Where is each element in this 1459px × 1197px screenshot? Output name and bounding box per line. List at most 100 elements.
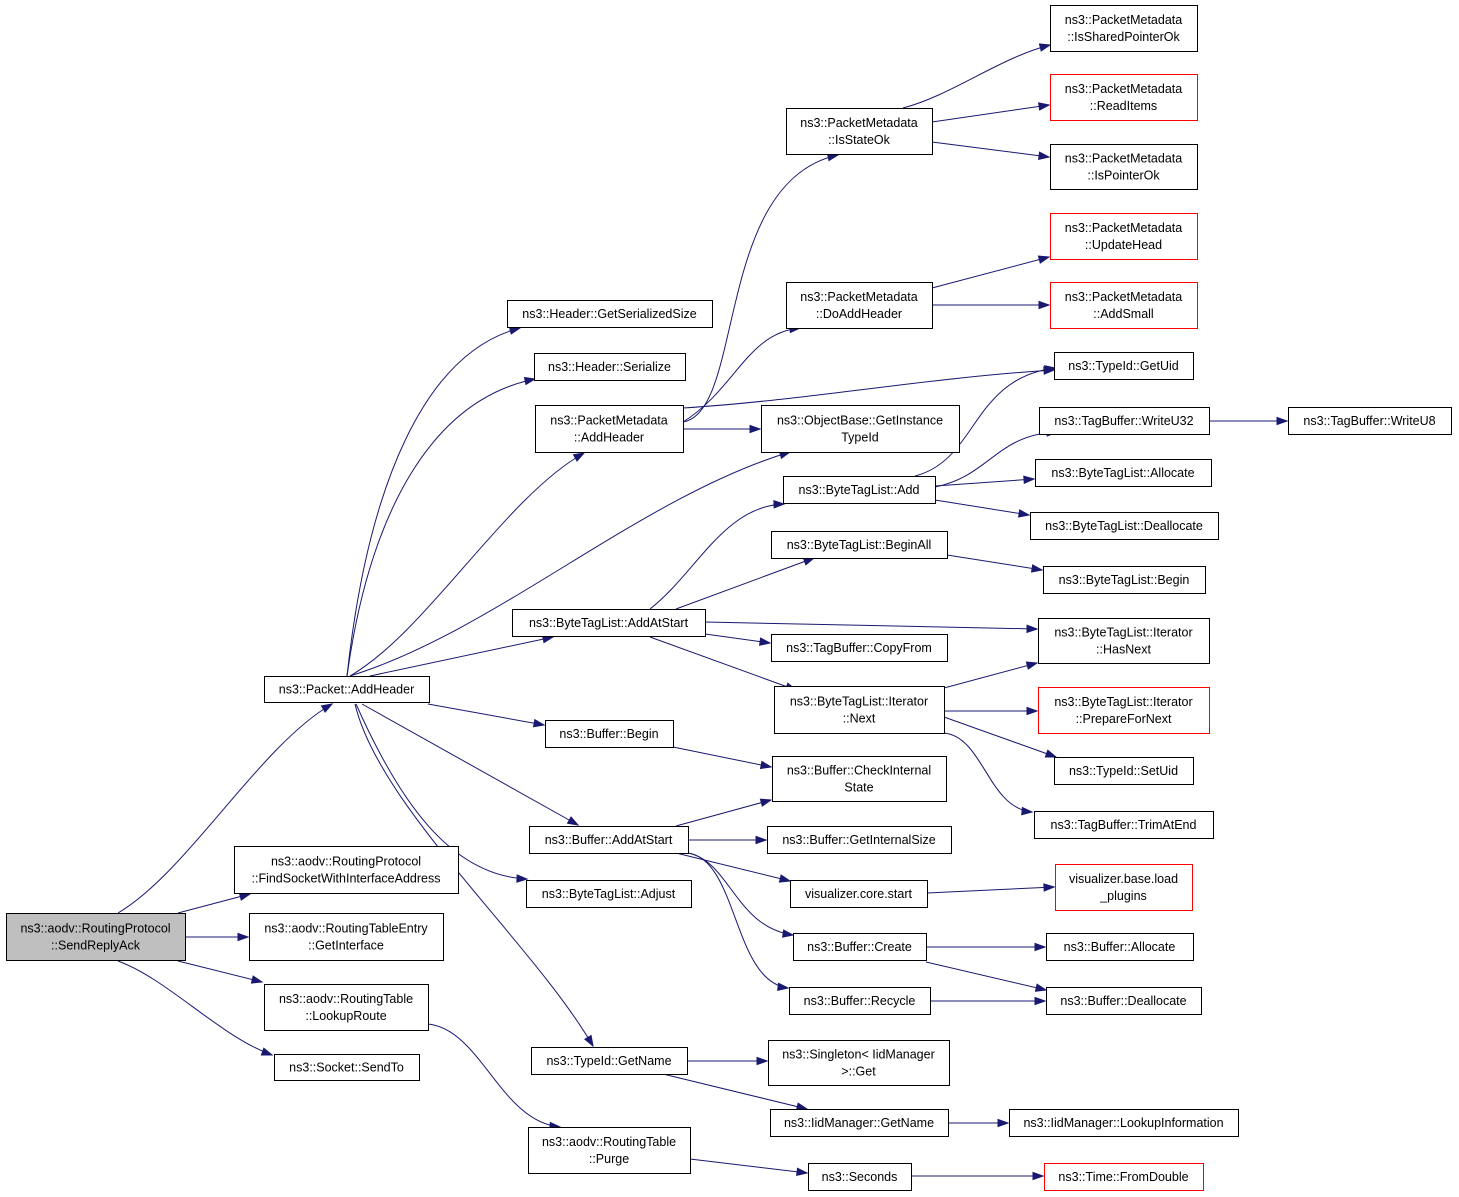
node-box[interactable]: [1046, 933, 1194, 961]
node-btl-beginall[interactable]: ns3::ByteTagList::BeginAll: [771, 531, 948, 559]
node-box[interactable]: [531, 1047, 688, 1075]
node-rte-getinterface[interactable]: ns3::aodv::RoutingTableEntry::GetInterfa…: [249, 913, 444, 961]
node-singleton-get[interactable]: ns3::Singleton< IidManager>::Get: [768, 1040, 950, 1086]
node-buffer-getinternalsize[interactable]: ns3::Buffer::GetInternalSize: [767, 826, 952, 854]
node-pm-ispointerok[interactable]: ns3::PacketMetadata::IsPointerOk: [1050, 144, 1198, 190]
node-box[interactable]: [1050, 213, 1198, 260]
node-header-serialize[interactable]: ns3::Header::Serialize: [534, 353, 686, 381]
node-box[interactable]: [768, 1040, 950, 1086]
node-box[interactable]: [790, 880, 928, 908]
node-btl-adjust[interactable]: ns3::ByteTagList::Adjust: [526, 880, 692, 908]
node-box[interactable]: [1050, 5, 1198, 52]
node-box[interactable]: [264, 676, 430, 703]
node-seconds[interactable]: ns3::Seconds: [808, 1163, 912, 1191]
node-find-socket[interactable]: ns3::aodv::RoutingProtocol::FindSocketWi…: [234, 846, 459, 894]
node-box[interactable]: [771, 531, 948, 559]
node-visualizer-base-load-plugins[interactable]: visualizer.base.load_plugins: [1055, 864, 1193, 911]
node-pm-isstateok[interactable]: ns3::PacketMetadata::IsStateOk: [786, 108, 933, 155]
node-box[interactable]: [507, 300, 713, 328]
node-box[interactable]: [770, 1109, 949, 1137]
node-box[interactable]: [1035, 459, 1212, 487]
node-btl-deallocate[interactable]: ns3::ByteTagList::Deallocate: [1030, 512, 1219, 540]
node-box[interactable]: [774, 686, 945, 734]
node-buffer-allocate[interactable]: ns3::Buffer::Allocate: [1046, 933, 1194, 961]
node-pm-issharedpointerok[interactable]: ns3::PacketMetadata::IsSharedPointerOk: [1050, 5, 1198, 52]
node-root[interactable]: ns3::aodv::RoutingProtocol::SendReplyAck: [6, 913, 186, 961]
node-box[interactable]: [771, 634, 948, 662]
node-box[interactable]: [1043, 566, 1206, 594]
node-box[interactable]: [1050, 74, 1198, 121]
node-box[interactable]: [1038, 687, 1210, 734]
node-box[interactable]: [1054, 352, 1194, 380]
node-box[interactable]: [1038, 618, 1210, 664]
node-btl-begin[interactable]: ns3::ByteTagList::Begin: [1043, 566, 1206, 594]
node-visualizer-core-start[interactable]: visualizer.core.start: [790, 880, 928, 908]
node-packet-addheader[interactable]: ns3::Packet::AddHeader: [264, 676, 430, 703]
node-pm-readitems[interactable]: ns3::PacketMetadata::ReadItems: [1050, 74, 1198, 121]
node-box[interactable]: [1039, 407, 1210, 435]
node-box[interactable]: [6, 913, 186, 961]
node-tagbuffer-copyfrom[interactable]: ns3::TagBuffer::CopyFrom: [771, 634, 948, 662]
node-box[interactable]: [786, 282, 933, 329]
node-pm-updatehead[interactable]: ns3::PacketMetadata::UpdateHead: [1050, 213, 1198, 260]
node-btl-allocate[interactable]: ns3::ByteTagList::Allocate: [1035, 459, 1212, 487]
node-rt-lookuproute[interactable]: ns3::aodv::RoutingTable::LookupRoute: [264, 984, 429, 1031]
node-buffer-begin[interactable]: ns3::Buffer::Begin: [545, 720, 674, 748]
node-iidmanager-getname[interactable]: ns3::IidManager::GetName: [770, 1109, 949, 1137]
node-socket-sendto[interactable]: ns3::Socket::SendTo: [274, 1054, 420, 1081]
node-typeid-getuid[interactable]: ns3::TypeId::GetUid: [1054, 352, 1194, 380]
node-box[interactable]: [264, 984, 429, 1031]
node-box[interactable]: [793, 933, 927, 961]
node-box[interactable]: [1288, 407, 1452, 435]
node-box[interactable]: [767, 826, 952, 854]
node-box[interactable]: [789, 987, 931, 1015]
node-typeid-setuid[interactable]: ns3::TypeId::SetUid: [1054, 757, 1194, 785]
node-buffer-addatstart[interactable]: ns3::Buffer::AddAtStart: [529, 826, 689, 854]
node-box[interactable]: [1009, 1109, 1239, 1137]
node-box[interactable]: [1054, 757, 1194, 785]
node-box[interactable]: [534, 353, 686, 381]
node-box[interactable]: [761, 405, 960, 453]
node-pm-doaddheader[interactable]: ns3::PacketMetadata::DoAddHeader: [786, 282, 933, 329]
node-typeid-getname[interactable]: ns3::TypeId::GetName: [531, 1047, 688, 1075]
node-box[interactable]: [274, 1054, 420, 1081]
node-box[interactable]: [1055, 864, 1193, 911]
node-box[interactable]: [535, 405, 684, 453]
node-pm-addheader[interactable]: ns3::PacketMetadata::AddHeader: [535, 405, 684, 453]
node-box[interactable]: [1044, 1163, 1204, 1191]
node-box[interactable]: [1050, 282, 1198, 329]
node-box[interactable]: [249, 913, 444, 961]
node-buffer-create[interactable]: ns3::Buffer::Create: [793, 933, 927, 961]
node-tagbuffer-writeu8[interactable]: ns3::TagBuffer::WriteU8: [1288, 407, 1452, 435]
node-iidmanager-lookupinformation[interactable]: ns3::IidManager::LookupInformation: [1009, 1109, 1239, 1137]
node-btl-iterator-hasnext[interactable]: ns3::ByteTagList::Iterator::HasNext: [1038, 618, 1210, 664]
node-box[interactable]: [783, 476, 936, 504]
node-time-fromdouble[interactable]: ns3::Time::FromDouble: [1044, 1163, 1204, 1191]
node-box[interactable]: [526, 880, 692, 908]
node-box[interactable]: [234, 846, 459, 894]
node-box[interactable]: [1046, 987, 1202, 1015]
node-buffer-deallocate[interactable]: ns3::Buffer::Deallocate: [1046, 987, 1202, 1015]
node-box[interactable]: [528, 1127, 691, 1174]
node-pm-addsmall[interactable]: ns3::PacketMetadata::AddSmall: [1050, 282, 1198, 329]
node-box[interactable]: [808, 1163, 912, 1191]
node-header-getserializedsize[interactable]: ns3::Header::GetSerializedSize: [507, 300, 713, 328]
node-box[interactable]: [1050, 144, 1198, 190]
node-btl-addatstart[interactable]: ns3::ByteTagList::AddAtStart: [512, 609, 706, 637]
node-btl-iterator-next[interactable]: ns3::ByteTagList::Iterator::Next: [774, 686, 945, 734]
node-box[interactable]: [786, 108, 933, 155]
node-box[interactable]: [529, 826, 689, 854]
node-box[interactable]: [1034, 811, 1214, 839]
node-btl-iterator-preparefornext[interactable]: ns3::ByteTagList::Iterator::PrepareForNe…: [1038, 687, 1210, 734]
node-box[interactable]: [512, 609, 706, 637]
node-box[interactable]: [1030, 512, 1219, 540]
node-box[interactable]: [545, 720, 674, 748]
node-box[interactable]: [772, 756, 947, 802]
node-tagbuffer-trimatend[interactable]: ns3::TagBuffer::TrimAtEnd: [1034, 811, 1214, 839]
node-buffer-recycle[interactable]: ns3::Buffer::Recycle: [789, 987, 931, 1015]
node-btl-add[interactable]: ns3::ByteTagList::Add: [783, 476, 936, 504]
node-tagbuffer-writeu32[interactable]: ns3::TagBuffer::WriteU32: [1039, 407, 1210, 435]
node-rt-purge[interactable]: ns3::aodv::RoutingTable::Purge: [528, 1127, 691, 1174]
